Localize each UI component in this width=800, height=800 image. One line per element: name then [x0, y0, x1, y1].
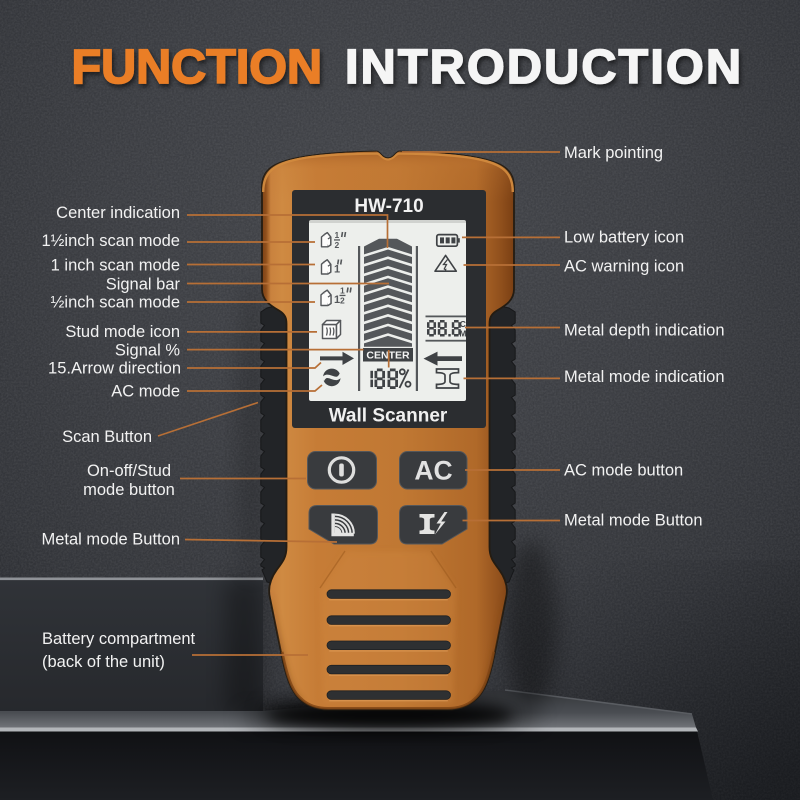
- svg-text:15.Arrow direction: 15.Arrow direction: [48, 359, 181, 377]
- svg-text:AC warning icon: AC warning icon: [564, 257, 684, 275]
- svg-text:AC: AC: [414, 456, 452, 486]
- svg-text:HW-710: HW-710: [354, 196, 423, 217]
- svg-text:Metal depth indication: Metal depth indication: [564, 321, 725, 339]
- svg-text:C: C: [460, 319, 466, 329]
- svg-text:Signal bar: Signal bar: [106, 275, 181, 293]
- svg-text:AC mode button: AC mode button: [564, 461, 683, 479]
- svg-text:Signal %: Signal %: [115, 341, 180, 359]
- svg-text:M: M: [459, 329, 466, 339]
- svg-text:AC mode: AC mode: [111, 382, 180, 400]
- svg-text:Battery compartment: Battery compartment: [42, 630, 196, 648]
- svg-text:2: 2: [340, 296, 345, 306]
- svg-text:Scan Button: Scan Button: [62, 428, 152, 446]
- svg-text:1½inch scan mode: 1½inch scan mode: [41, 232, 180, 250]
- svg-text:(back of the unit): (back of the unit): [42, 653, 165, 671]
- svg-text:INTRODUCTION: INTRODUCTION: [345, 40, 743, 94]
- svg-text:On-off/Stud: On-off/Stud: [87, 462, 171, 480]
- svg-text:Stud mode icon: Stud mode icon: [65, 323, 180, 341]
- svg-text:1 inch scan mode: 1 inch scan mode: [51, 256, 180, 274]
- svg-text:FUNCTION: FUNCTION: [72, 40, 323, 94]
- svg-text:1: 1: [334, 294, 340, 306]
- svg-text:Metal mode indication: Metal mode indication: [564, 368, 725, 386]
- svg-text:1: 1: [340, 286, 345, 296]
- svg-text:Wall Scanner: Wall Scanner: [329, 406, 448, 427]
- svg-text:Center indication: Center indication: [56, 204, 180, 222]
- svg-text:Metal mode Button: Metal mode Button: [42, 530, 181, 548]
- svg-text:Low battery icon: Low battery icon: [564, 228, 684, 246]
- svg-text:Mark pointing: Mark pointing: [564, 144, 663, 162]
- svg-text:Metal mode Button: Metal mode Button: [564, 511, 703, 529]
- svg-text:2: 2: [335, 240, 340, 250]
- svg-text:1: 1: [334, 264, 340, 276]
- svg-text:1: 1: [335, 230, 340, 240]
- svg-text:mode button: mode button: [83, 481, 175, 499]
- svg-text:½inch scan mode: ½inch scan mode: [51, 293, 180, 311]
